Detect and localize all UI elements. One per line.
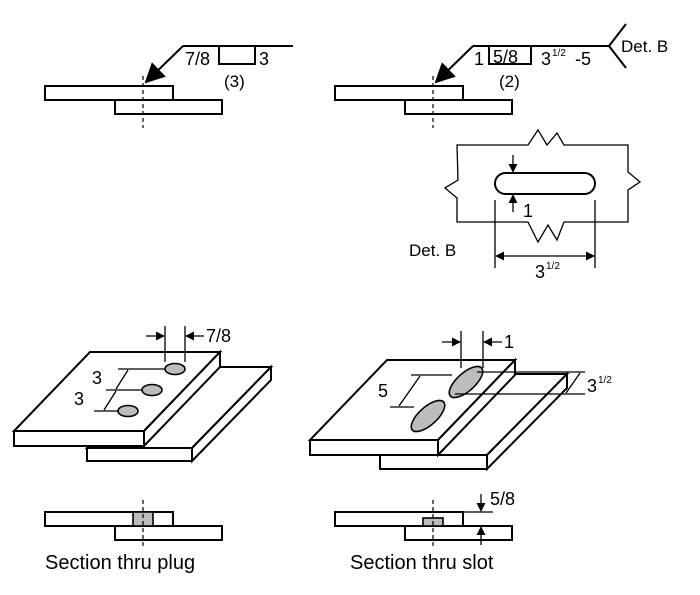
bottom-plate: [404, 99, 513, 115]
section-thru-slot: 5/8 Section thru slot: [334, 489, 515, 574]
plug-weld-isometric: 7/8 3 3: [11, 326, 274, 464]
slot-spacing-label: 5: [378, 381, 388, 401]
slot-width-label: 1: [504, 332, 514, 352]
detail-length-label: 3: [535, 262, 545, 282]
detail-b: 1 3 1/2 Det. B: [409, 128, 642, 282]
lower-plate-side: [486, 371, 568, 472]
slot-weld: [410, 399, 446, 433]
slot-weld-symbol: 1 5/8 3 1/2 -5 (2) Det. B: [334, 23, 668, 128]
lower-plate-front: [86, 447, 193, 462]
section-top-plate: [44, 511, 174, 527]
upper-plate-side: [143, 349, 221, 449]
spacing-dimension-line: [103, 390, 117, 411]
plug-section-caption: Section thru plug: [45, 552, 195, 574]
slot-weld-isometric: 1 5 3 1/2: [307, 331, 612, 472]
slot-pitch-label: -5: [575, 49, 591, 69]
plug-size-label: 7/8: [185, 49, 210, 69]
bottom-plate: [114, 99, 223, 115]
plug-spacing-label-1: 3: [92, 368, 102, 388]
slot-count-label: (2): [499, 72, 520, 91]
detail-width-label: 1: [523, 201, 533, 221]
plug-weld: [164, 362, 186, 376]
slot-reference-label: Det. B: [621, 37, 668, 56]
detail-plate-outline: [443, 128, 642, 244]
arrow-line: [434, 45, 474, 84]
top-plate: [44, 85, 174, 101]
slot-length-label: 3: [587, 376, 597, 396]
plug-weld: [117, 404, 139, 418]
upper-plate-side: [437, 357, 516, 458]
upper-plate-front: [13, 430, 145, 447]
section-bottom-plate: [404, 525, 513, 541]
spacing-dimension-line: [115, 369, 129, 390]
slot-section-depth-label: 5/8: [490, 489, 515, 509]
plug-weld-section: [132, 511, 154, 527]
slot-weld: [448, 365, 484, 399]
length-dimension-line: [565, 372, 581, 394]
plug-weld-box: [218, 45, 256, 65]
section-bottom-plate: [114, 525, 223, 541]
slot-weld-box: [488, 45, 532, 65]
arrow-line: [144, 45, 184, 84]
plug-depth-label: 3: [259, 49, 269, 69]
slot-outline: [494, 172, 596, 195]
tail-upper: [608, 23, 627, 47]
plug-weld-symbol: 7/8 3 (3): [44, 45, 293, 128]
upper-plate-front: [309, 439, 439, 456]
tail-lower: [608, 45, 627, 69]
slot-depth-label: 1: [474, 49, 484, 69]
plug-spacing-label-2: 3: [74, 389, 84, 409]
lower-plate-front: [379, 454, 488, 470]
spacing-dimension-line: [398, 375, 421, 407]
slot-length-label: 3: [541, 49, 551, 69]
slot-section-caption: Section thru slot: [350, 552, 494, 574]
lower-plate-side: [191, 364, 272, 464]
slot-length-fraction: 1/2: [598, 375, 612, 386]
slot-size-label: 5/8: [493, 47, 518, 67]
slot-length-fraction: 1/2: [552, 48, 566, 59]
detail-b-label: Det. B: [409, 241, 456, 260]
plug-count-label: (3): [224, 72, 245, 91]
plug-weld: [141, 383, 163, 397]
top-plate: [334, 85, 464, 101]
detail-length-fraction: 1/2: [546, 261, 560, 272]
section-thru-plug: Section thru plug: [44, 500, 223, 574]
plug-diameter-label: 7/8: [206, 326, 231, 346]
